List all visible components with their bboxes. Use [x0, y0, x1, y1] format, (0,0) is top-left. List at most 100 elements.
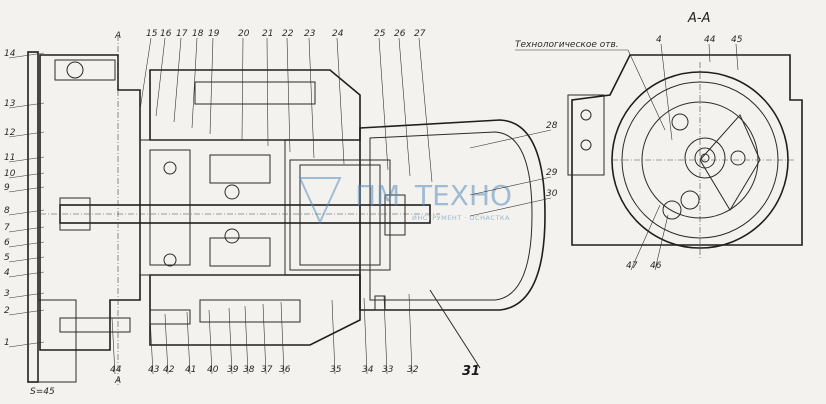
callout-39: 39	[227, 365, 239, 375]
callout-19: 19	[208, 29, 220, 39]
leader-line	[164, 313, 169, 375]
section-title: А-А	[687, 11, 710, 26]
callout-41: 41	[185, 365, 196, 375]
leader-line	[8, 271, 45, 278]
section-a-a-view	[567, 54, 803, 258]
callout-37: 37	[261, 365, 273, 375]
callout-28: 28	[546, 121, 558, 131]
leader-line	[228, 307, 233, 375]
leader-line	[8, 209, 45, 216]
leader-line	[8, 131, 45, 138]
callout-43: 43	[148, 365, 160, 375]
callout-24: 24	[332, 29, 344, 39]
callout-3: 3	[4, 289, 10, 299]
callout-45: 45	[731, 35, 743, 45]
callout-27: 27	[414, 29, 426, 39]
callout-44: 44	[110, 365, 122, 375]
callout-21: 21	[262, 29, 273, 39]
callout-2: 2	[4, 306, 10, 316]
leader-line	[660, 43, 673, 141]
callout-32: 32	[407, 365, 419, 375]
callout-38: 38	[243, 365, 255, 375]
watermark: ПМ ТЕХНО ИНСТРУМЕНТ · ОСНАСТКА	[298, 177, 512, 225]
leader-line	[408, 293, 413, 375]
leader-line	[139, 37, 152, 111]
leader-line	[708, 43, 711, 63]
watermark-brand-b: ТЕХНО	[414, 179, 512, 212]
callout-10: 10	[4, 169, 16, 179]
leader-line	[241, 37, 244, 141]
leader-line	[209, 37, 214, 135]
leader-line	[8, 186, 45, 193]
callout-31: 31	[462, 364, 480, 379]
leader-line	[630, 204, 661, 271]
leader-line	[280, 301, 285, 375]
leader-line	[286, 37, 291, 153]
watermark-brand-a: ПМ	[355, 179, 400, 212]
callout-16: 16	[160, 29, 172, 39]
callout-36: 36	[279, 365, 291, 375]
main-section-view	[27, 35, 546, 385]
leader-line	[111, 317, 116, 375]
section-marker-bottom: А	[114, 376, 121, 386]
callout-29: 29	[546, 168, 558, 178]
callout-15: 15	[146, 29, 158, 39]
callout-5: 5	[4, 253, 10, 263]
callout-8: 8	[4, 206, 10, 216]
leader-line	[363, 297, 368, 375]
callout-30: 30	[546, 189, 558, 199]
leader-line	[8, 52, 45, 59]
leader-line	[336, 37, 345, 165]
callout-35: 35	[330, 365, 342, 375]
callout-12: 12	[4, 128, 16, 138]
watermark-tagline: ИНСТРУМЕНТ · ОСНАСТКА	[412, 214, 510, 222]
callout-4: 4	[4, 268, 10, 278]
leader-line	[8, 292, 45, 299]
leader-line	[155, 37, 166, 117]
leader-line	[173, 37, 182, 123]
leader-line	[418, 37, 433, 183]
callout-47: 47	[626, 261, 638, 271]
callout-22: 22	[282, 29, 294, 39]
callout-14: 14	[4, 49, 16, 59]
leader-line	[149, 315, 154, 375]
leader-line	[378, 37, 389, 171]
callout-13: 13	[4, 99, 16, 109]
callout-11: 11	[4, 153, 15, 163]
callout-44: 44	[704, 35, 716, 45]
leader-line	[8, 102, 45, 109]
leader-line	[208, 309, 213, 375]
leader-line	[735, 43, 739, 71]
callout-25: 25	[374, 29, 386, 39]
leader-line	[186, 311, 191, 375]
callout-20: 20	[238, 29, 250, 39]
leader-line	[383, 295, 388, 375]
leader-line	[8, 156, 45, 163]
leader-line	[8, 309, 45, 316]
section-marker-top: А	[114, 31, 121, 41]
callout-1: 1	[4, 338, 10, 348]
leader-line	[331, 299, 336, 375]
leader-line	[244, 305, 249, 375]
callout-34: 34	[362, 365, 374, 375]
dimension-label: S=45	[30, 387, 55, 397]
leader-line	[8, 241, 45, 248]
leader-line	[8, 341, 45, 348]
leader-line	[8, 256, 45, 263]
leader-line	[469, 197, 552, 217]
leader-line	[654, 214, 669, 271]
right-callouts: 28 29 30	[469, 121, 558, 217]
callout-9: 9	[4, 183, 10, 193]
callout-7: 7	[4, 223, 10, 233]
leader-line	[266, 37, 269, 147]
tech-hole-label: Технологическое отв.	[515, 40, 619, 50]
callout-18: 18	[192, 29, 204, 39]
leader-line	[308, 37, 315, 159]
leader-line	[8, 172, 45, 179]
callout-40: 40	[207, 365, 219, 375]
